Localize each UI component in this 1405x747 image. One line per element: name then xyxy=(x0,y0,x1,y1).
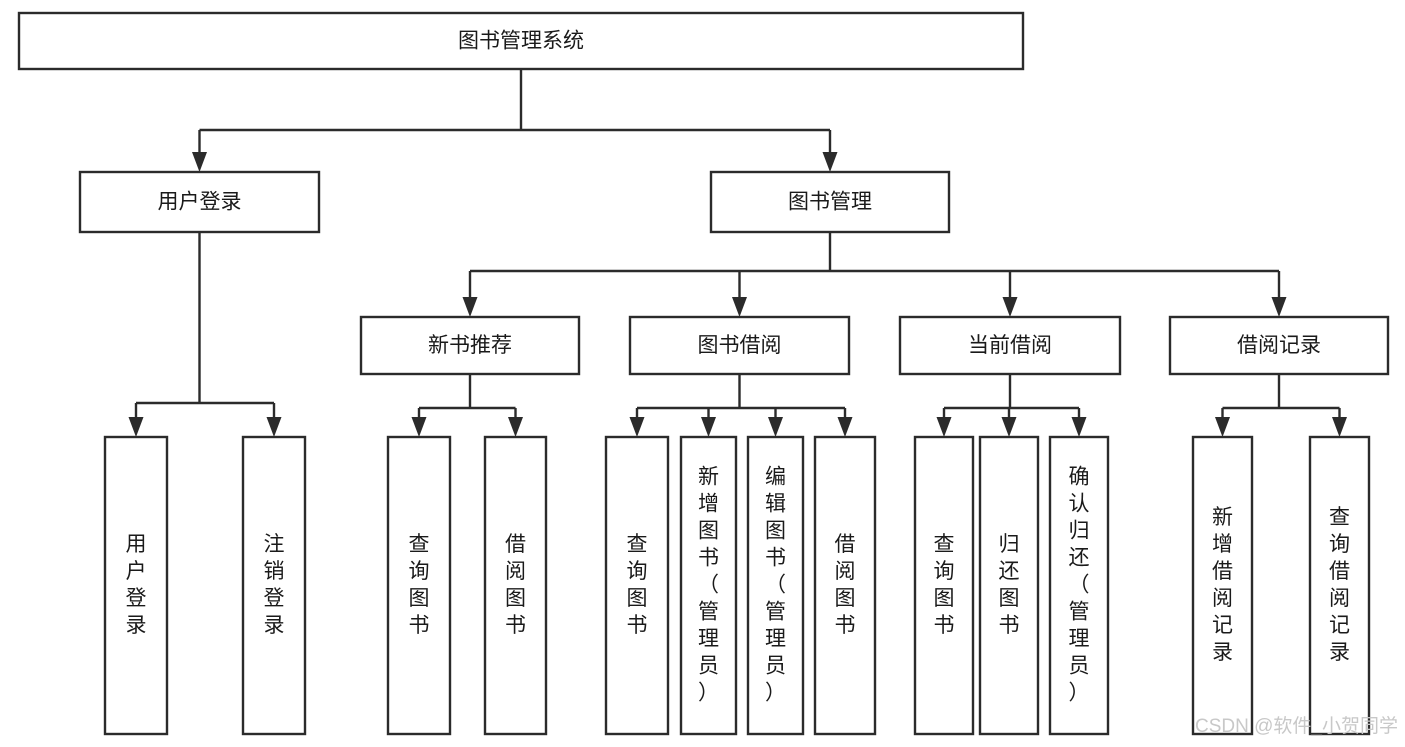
node-l3-当前借阅-label: 当前借阅 xyxy=(968,334,1052,357)
node-leaf-2-查询图书[interactable]: 查询图书 xyxy=(386,435,452,736)
node-leaf-10-确认归还管理员-label: 确认归还（管理员） xyxy=(1069,466,1090,705)
node-l3-借阅记录[interactable]: 借阅记录 xyxy=(1168,315,1390,376)
node-l3-借阅记录-label: 借阅记录 xyxy=(1237,334,1321,357)
node-leaf-9-归还图书-box[interactable] xyxy=(978,435,1040,736)
node-root-图书管理系统-box[interactable] xyxy=(17,11,1025,71)
node-leaf-3-借阅图书[interactable]: 借阅图书 xyxy=(483,435,548,736)
node-leaf-3-借阅图书-label: 借阅图书 xyxy=(505,533,526,637)
node-leaf-5-新增图书管理员-label: 新增图书（管理员） xyxy=(698,466,719,705)
node-root-图书管理系统[interactable]: 图书管理系统 xyxy=(17,11,1025,71)
node-leaf-1-注销登录-box[interactable] xyxy=(241,435,307,736)
node-l3-新书推荐-box[interactable] xyxy=(359,315,581,376)
node-leaf-1-注销登录[interactable]: 注销登录 xyxy=(241,435,307,736)
node-leaf-5-新增图书管理员-box[interactable] xyxy=(679,435,738,736)
node-leaf-12-查询借阅记录-label: 查询借阅记录 xyxy=(1329,506,1350,664)
node-leaf-4-查询图书-box[interactable] xyxy=(604,435,670,736)
node-leaf-6-编辑图书管理员-box[interactable] xyxy=(746,435,805,736)
node-l3-图书借阅-label: 图书借阅 xyxy=(698,334,782,357)
node-leaf-11-新增借阅记录[interactable]: 新增借阅记录 xyxy=(1191,435,1254,736)
node-leaf-12-查询借阅记录[interactable]: 查询借阅记录 xyxy=(1308,435,1371,736)
node-leaf-2-查询图书-box[interactable] xyxy=(386,435,452,736)
connector-layer xyxy=(128,69,1347,437)
node-leaf-10-确认归还管理员-box[interactable] xyxy=(1048,435,1110,736)
node-l3-借阅记录-box[interactable] xyxy=(1168,315,1390,376)
node-leaf-8-查询图书-label: 查询图书 xyxy=(934,533,955,637)
node-l3-当前借阅-box[interactable] xyxy=(898,315,1122,376)
node-l2-用户登录[interactable]: 用户登录 xyxy=(78,170,321,234)
node-leaf-2-查询图书-label: 查询图书 xyxy=(409,533,430,637)
node-leaf-8-查询图书-box[interactable] xyxy=(913,435,975,736)
node-l2-用户登录-label: 用户登录 xyxy=(158,191,242,214)
node-leaf-8-查询图书[interactable]: 查询图书 xyxy=(913,435,975,736)
node-leaf-11-新增借阅记录-box[interactable] xyxy=(1191,435,1254,736)
node-l3-新书推荐[interactable]: 新书推荐 xyxy=(359,315,581,376)
node-root-图书管理系统-label: 图书管理系统 xyxy=(458,30,584,53)
node-leaf-4-查询图书[interactable]: 查询图书 xyxy=(604,435,670,736)
node-leaf-7-借阅图书[interactable]: 借阅图书 xyxy=(813,435,877,736)
node-l3-图书借阅-box[interactable] xyxy=(628,315,851,376)
node-leaf-7-借阅图书-box[interactable] xyxy=(813,435,877,736)
node-leaf-0-用户登录-label: 用户登录 xyxy=(126,533,147,637)
node-leaf-1-注销登录-label: 注销登录 xyxy=(264,533,285,637)
node-leaf-9-归还图书-label: 归还图书 xyxy=(999,533,1020,637)
node-leaf-3-借阅图书-box[interactable] xyxy=(483,435,548,736)
node-l2-图书管理-label: 图书管理 xyxy=(788,191,872,214)
node-l3-图书借阅[interactable]: 图书借阅 xyxy=(628,315,851,376)
node-leaf-0-用户登录[interactable]: 用户登录 xyxy=(103,435,169,736)
node-leaf-10-确认归还管理员[interactable]: 确认归还（管理员） xyxy=(1048,435,1110,736)
csdn-watermark: CSDN @软件_小贺同学 xyxy=(1195,715,1398,737)
node-l3-当前借阅[interactable]: 当前借阅 xyxy=(898,315,1122,376)
node-l3-新书推荐-label: 新书推荐 xyxy=(428,334,512,357)
node-leaf-6-编辑图书管理员-label: 编辑图书（管理员） xyxy=(765,466,786,705)
node-l2-图书管理-box[interactable] xyxy=(709,170,951,234)
node-leaf-7-借阅图书-label: 借阅图书 xyxy=(835,533,856,637)
node-leaf-5-新增图书管理员[interactable]: 新增图书（管理员） xyxy=(679,435,738,736)
node-leaf-6-编辑图书管理员[interactable]: 编辑图书（管理员） xyxy=(746,435,805,736)
node-l2-图书管理[interactable]: 图书管理 xyxy=(709,170,951,234)
node-l2-用户登录-box[interactable] xyxy=(78,170,321,234)
node-leaf-0-用户登录-box[interactable] xyxy=(103,435,169,736)
node-layer: 图书管理系统用户登录图书管理新书推荐图书借阅当前借阅借阅记录用户登录注销登录查询… xyxy=(17,11,1390,736)
node-leaf-9-归还图书[interactable]: 归还图书 xyxy=(978,435,1040,736)
node-leaf-12-查询借阅记录-box[interactable] xyxy=(1308,435,1371,736)
node-leaf-11-新增借阅记录-label: 新增借阅记录 xyxy=(1212,506,1233,664)
node-leaf-4-查询图书-label: 查询图书 xyxy=(627,533,648,637)
